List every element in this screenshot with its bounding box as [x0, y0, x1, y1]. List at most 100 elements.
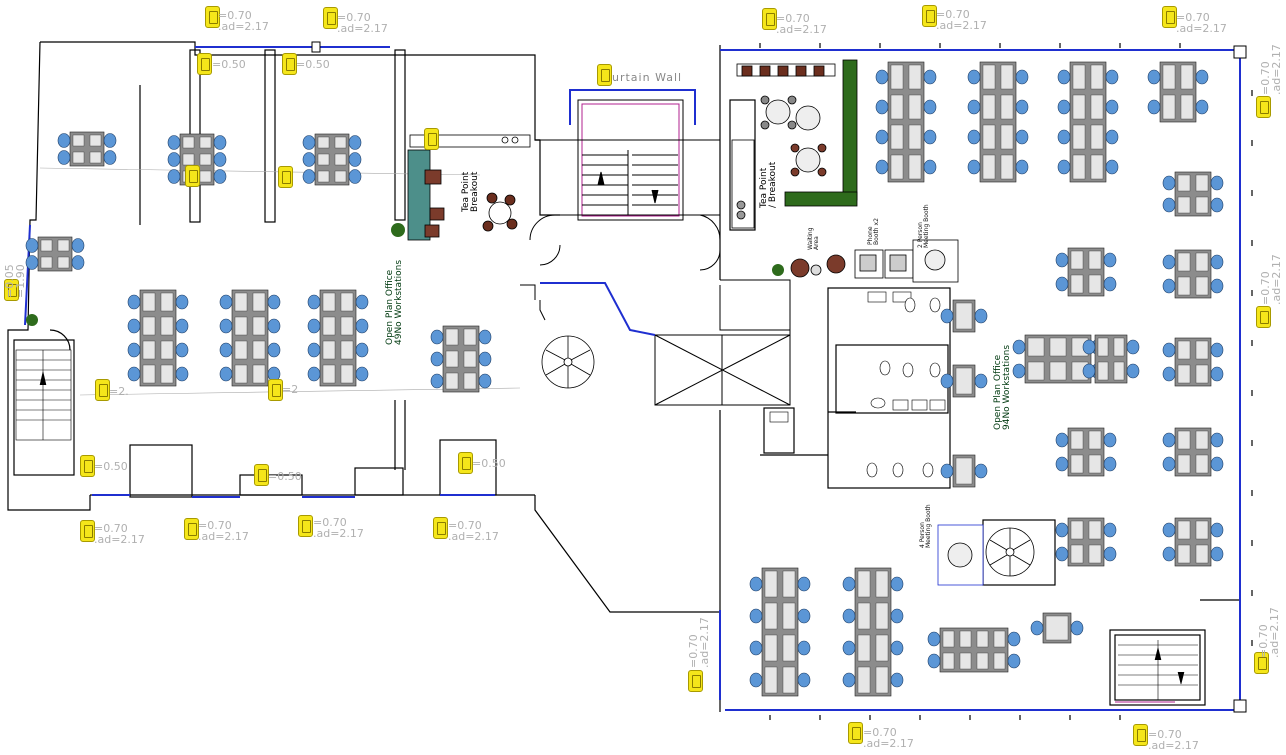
central-core [520, 99, 791, 406]
dimension-marker-icon [1256, 306, 1271, 328]
dimension-text: =0.70.ad=2.17 [776, 12, 827, 36]
chair [1055, 546, 1069, 562]
dimension-marker-icon [323, 7, 338, 29]
chair [967, 69, 981, 85]
chair [57, 150, 71, 165]
chair [1015, 69, 1029, 85]
chair [940, 463, 954, 479]
dimension-text-vertical: =0.70.ad=2.17 [1259, 254, 1283, 305]
chair [267, 318, 281, 334]
dimension-marker-icon [922, 5, 937, 27]
dimension-marker-icon [80, 455, 95, 477]
dimension-marker-icon [278, 166, 293, 188]
chair [842, 640, 856, 656]
dimension-marker-icon [80, 520, 95, 542]
chair [1012, 363, 1026, 379]
dimension-marker-icon [1162, 6, 1177, 28]
dimension-marker-icon [184, 518, 199, 540]
chair [842, 672, 856, 688]
chair [1105, 69, 1119, 85]
chair [842, 576, 856, 592]
dimension-marker-icon [185, 165, 200, 187]
dimension-text: =0.70.ad=2.17 [1148, 728, 1199, 752]
chair [302, 152, 316, 167]
chair [923, 69, 937, 85]
chair [307, 294, 321, 310]
dimension-text: =2. [109, 385, 129, 398]
dimension-marker-icon [1133, 724, 1148, 746]
dimension-marker-icon [95, 379, 110, 401]
chair [923, 129, 937, 145]
chair [57, 133, 71, 148]
chair [1162, 175, 1176, 191]
chair [1162, 197, 1176, 213]
dimension-text: =2 [282, 383, 299, 396]
chair [1210, 175, 1224, 191]
chair [940, 373, 954, 389]
chair [1030, 620, 1044, 636]
chair [1162, 456, 1176, 472]
chair [1055, 432, 1069, 448]
chair [890, 608, 904, 624]
chair [890, 672, 904, 688]
chair [348, 169, 362, 184]
chair [1162, 278, 1176, 294]
chair [1015, 129, 1029, 145]
curtain-wall-windows [24, 46, 1241, 711]
dimension-text: =0.70.ad=2.17 [936, 8, 987, 32]
dimension-text-vertical: =0.05=1.90 [3, 264, 27, 298]
chair [1210, 342, 1224, 358]
chair [1103, 522, 1117, 538]
dimension-marker-icon [298, 515, 313, 537]
chair [307, 318, 321, 334]
chair [923, 159, 937, 175]
chair [875, 69, 889, 85]
dimension-text: =0.70.ad=2.17 [94, 522, 145, 546]
chair [1210, 432, 1224, 448]
chair [797, 640, 811, 656]
chair [1015, 99, 1029, 115]
curtain-wall-label: urtain Wall [612, 71, 683, 84]
chair [175, 366, 189, 382]
dimension-marker-icon [458, 452, 473, 474]
dimension-marker-icon [197, 53, 212, 75]
chair [219, 342, 233, 358]
chair [1210, 546, 1224, 562]
dimension-text: =0.50 [472, 457, 506, 470]
chair [103, 150, 117, 165]
chair [219, 366, 233, 382]
chair [302, 169, 316, 184]
chair [1103, 432, 1117, 448]
corner-column-ne [1233, 45, 1247, 59]
chair [1103, 252, 1117, 268]
chair [307, 366, 321, 382]
dimension-marker-icon [4, 279, 19, 301]
chair [967, 99, 981, 115]
chair [127, 318, 141, 334]
dimension-text: =0.70.ad=2.17 [337, 11, 388, 35]
chair [749, 672, 763, 688]
chair [749, 608, 763, 624]
chair [875, 159, 889, 175]
spiral-stairs-east [985, 527, 1035, 577]
chair [127, 294, 141, 310]
chair [1057, 69, 1071, 85]
chair [167, 169, 181, 184]
dimension-marker-icon [268, 379, 283, 401]
chair [1162, 342, 1176, 358]
chair [1210, 254, 1224, 270]
chair [974, 308, 988, 324]
chair [430, 373, 444, 389]
chair [267, 342, 281, 358]
chair [213, 152, 227, 167]
chair [213, 169, 227, 184]
chair [890, 576, 904, 592]
chair [25, 238, 39, 253]
chair [302, 135, 316, 150]
chair [307, 342, 321, 358]
dimension-marker-icon [254, 464, 269, 486]
dimension-text: =0.70.ad=2.17 [198, 519, 249, 543]
chair [797, 576, 811, 592]
